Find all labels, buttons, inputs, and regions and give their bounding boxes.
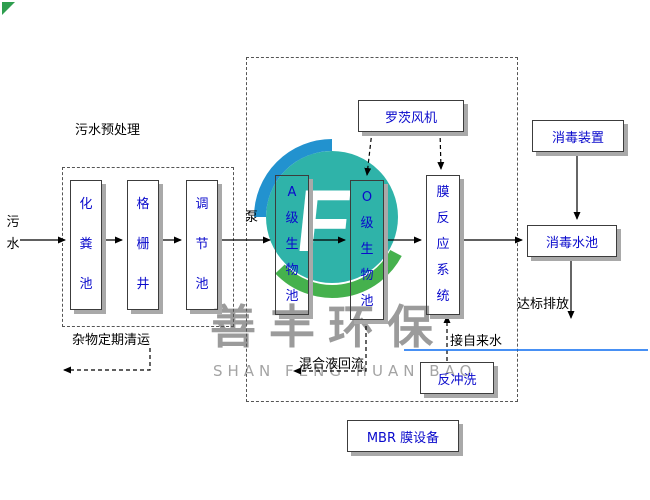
disinfection-device-box: 消毒装置 xyxy=(532,120,624,152)
disinfection-device-label: 消毒装置 xyxy=(551,130,604,146)
mbr-membrane-equipment-box: MBR 膜设备 xyxy=(347,420,459,452)
backwash-box: 反冲洗 xyxy=(420,362,494,394)
o-level-bio-tank-label: O级生物池 xyxy=(360,190,374,309)
mbr-membrane-equipment-label: MBR 膜设备 xyxy=(366,430,440,446)
disinfection-tank-label: 消毒水池 xyxy=(545,235,598,251)
influent-label: 污水 xyxy=(6,215,20,252)
watermark-english: SHAN FENG HUAN BAO xyxy=(213,362,477,380)
dashed-arrow-blower-to-o-bio xyxy=(364,130,373,176)
main-system-group-outline xyxy=(246,57,518,402)
logo-blue-arc xyxy=(254,139,333,218)
watermark-chinese: 善丰环保 xyxy=(210,300,446,354)
pretreatment-title: 污水预处理 xyxy=(75,123,141,138)
corner-mark xyxy=(2,2,15,15)
a-level-bio-tank-box: A级生物池 xyxy=(275,175,309,315)
company-logo: F xyxy=(254,139,402,298)
septic-tank-box: 化粪池 xyxy=(70,180,102,310)
mixed-liquor-return-label: 混合液回流 xyxy=(299,357,365,372)
bar-screen-well-box: 格栅井 xyxy=(127,180,159,310)
equalization-tank-box: 调节池 xyxy=(186,180,218,310)
roots-blower-box: 罗茨风机 xyxy=(358,100,464,132)
pretreatment-group-outline xyxy=(62,167,234,327)
membrane-reactor-system-label: 膜反应系统 xyxy=(436,185,450,304)
septic-tank-label: 化粪池 xyxy=(79,197,93,292)
logo-green-arc xyxy=(275,249,402,298)
disinfection-tank-box: 消毒水池 xyxy=(527,225,617,257)
pump-label: 泵 xyxy=(245,210,259,225)
logo-letter: F xyxy=(292,171,356,270)
equalization-tank-label: 调节池 xyxy=(195,197,209,292)
o-level-bio-tank-box: O级生物池 xyxy=(350,180,384,320)
tap-water-inlet-label: 接自来水 xyxy=(450,334,503,349)
dashed-arrow-blower-to-membrane xyxy=(437,130,445,170)
bar-screen-well-label: 格栅井 xyxy=(136,197,150,292)
debris-removal-label: 杂物定期清运 xyxy=(72,333,151,348)
dashed-mixed-liquor-return xyxy=(293,319,367,375)
backwash-label: 反冲洗 xyxy=(437,372,477,388)
logo-circle xyxy=(266,151,398,283)
standard-discharge-label: 达标排放 xyxy=(517,297,570,312)
dashed-debris-removal xyxy=(63,348,151,374)
membrane-reactor-system-box: 膜反应系统 xyxy=(426,175,460,315)
a-level-bio-tank-label: A级生物池 xyxy=(285,185,299,304)
roots-blower-label: 罗茨风机 xyxy=(384,110,437,126)
